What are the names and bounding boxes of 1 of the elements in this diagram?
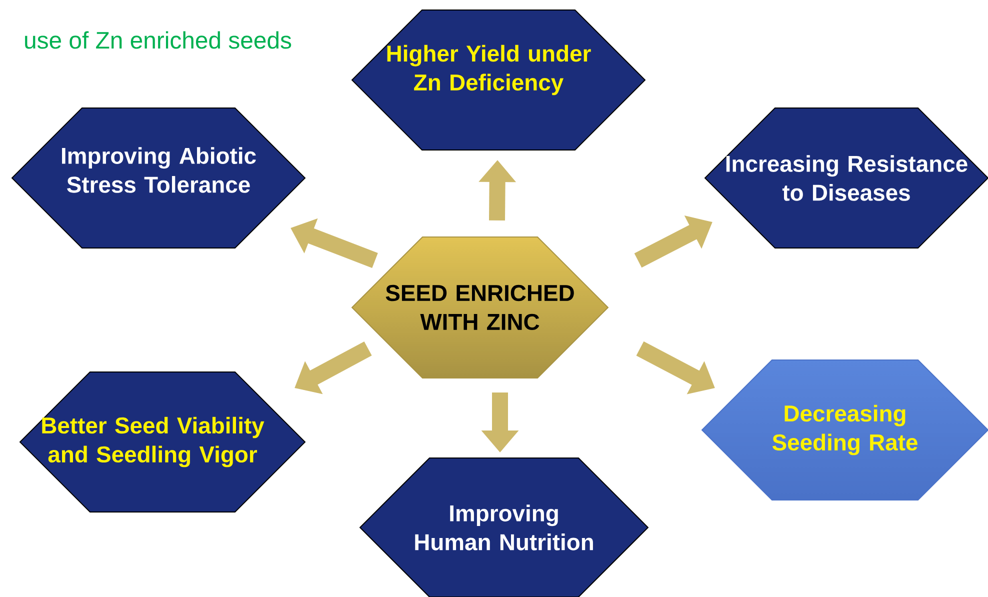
title: use of Zn enriched seeds	[25, 31, 292, 49]
